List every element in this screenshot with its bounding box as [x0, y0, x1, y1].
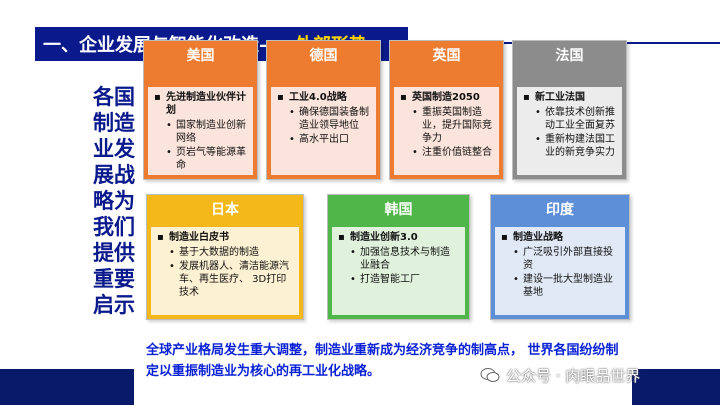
strategy-box: ▪先进制造业伙伴计划国家制造业创新网络页岩气等能源革命: [148, 87, 253, 175]
strategy-points: 广泛吸引外部直接投资建设一批大型制造业基地: [501, 246, 619, 299]
country-name: 日本: [211, 202, 239, 218]
strategy-point: 注重价值链整合: [412, 146, 493, 159]
country-name: 韩国: [384, 202, 413, 218]
strategy-points: 基于大数据的制造发展机器人、清洁能源汽车、再生医疗、 3D打印技术: [157, 246, 293, 299]
strategy-point: 依靠技术创新推动工业全面复苏: [535, 106, 616, 132]
strategy-point: 广泛吸引外部直接投资: [513, 246, 619, 272]
wechat-icon: [480, 367, 500, 383]
strategy-point: 发展机器人、清洁能源汽车、再生医疗、 3D打印技术: [169, 260, 293, 299]
country-name: 英国: [432, 48, 461, 64]
strategy-title-row: ▪ 新工业法国: [523, 91, 616, 104]
strategy-point: 加强信息技术与制造业融合: [350, 246, 459, 272]
country-card: 德国 ▪ 工业4.0战略确保德国装备制造业领导地位高水平出口: [266, 40, 381, 180]
strategy-point: 页岩气等能源革命: [166, 146, 247, 172]
strategy-title-row: ▪ 英国制造2050: [400, 91, 493, 104]
square-bullet-icon: ▪: [277, 92, 284, 103]
strategy-points: 重振英国制造业，提升国际竞争力注重价值链整合: [400, 106, 493, 159]
strategy-title-row: ▪ 工业4.0战略: [277, 91, 370, 104]
strategy-title: 英国制造2050: [412, 92, 480, 103]
strategy-box: ▪ 制造业创新3.0 加强信息技术与制造业融合打造智能工厂: [332, 227, 465, 315]
country-card: 日本 ▪ 制造业白皮书基于大数据的制造发展机器人、清洁能源汽车、再生医疗、 3D打印…: [146, 194, 304, 320]
strategy-point: 重新构建法国工业的新竞争实力: [535, 133, 616, 159]
strategy-points: 确保德国装备制造业领导地位高水平出口: [277, 106, 370, 146]
country-card: 美国▪先进制造业伙伴计划国家制造业创新网络页岩气等能源革命: [143, 40, 258, 180]
strategy-box: ▪ 新工业法国依靠技术创新推动工业全面复苏重新构建法国工业的新竞争实力: [517, 87, 622, 175]
corner-block-left: [0, 369, 134, 405]
side-label: 各国制造业发展战略为我们提供重要启示: [93, 85, 135, 317]
country-card: 印度 ▪ 制造业战略广泛吸引外部直接投资建设一批大型制造业基地: [490, 194, 630, 320]
strategy-point: 重振英国制造业，提升国际竞争力: [412, 106, 493, 145]
country-name: 美国: [186, 48, 215, 64]
strategy-title: 制造业白皮书: [169, 232, 229, 243]
strategy-title: 新工业法国: [535, 92, 585, 103]
country-card: 韩国 ▪ 制造业创新3.0 加强信息技术与制造业融合打造智能工厂: [327, 194, 470, 320]
country-card: 英国 ▪ 英国制造2050 重振英国制造业，提升国际竞争力注重价值链整合: [389, 40, 504, 180]
strategy-point: 建设一批大型制造业基地: [513, 273, 619, 299]
square-bullet-icon: ▪: [501, 232, 508, 243]
strategy-title-row: ▪ 制造业战略: [501, 231, 619, 244]
square-bullet-icon: ▪: [338, 232, 345, 243]
strategy-title: 先进制造业伙伴计划: [166, 92, 246, 116]
strategy-box: ▪ 制造业战略广泛吸引外部直接投资建设一批大型制造业基地: [495, 227, 625, 315]
strategy-points: 国家制造业创新网络页岩气等能源革命: [154, 119, 247, 172]
strategy-box: ▪ 英国制造2050 重振英国制造业，提升国际竞争力注重价值链整合: [394, 87, 499, 175]
watermark: 公众号 · 肉眼品世界: [480, 362, 640, 388]
strategy-points: 加强信息技术与制造业融合打造智能工厂: [338, 246, 459, 286]
strategy-title-row: ▪ 先进制造业伙伴计划: [154, 91, 247, 117]
strategy-title: 制造业创新3.0: [350, 232, 418, 243]
strategy-title: 制造业战略: [513, 232, 563, 243]
strategy-point: 高水平出口: [289, 133, 370, 146]
square-bullet-icon: ▪: [157, 232, 164, 243]
strategy-point: 确保德国装备制造业领导地位: [289, 106, 370, 132]
strategy-points: 依靠技术创新推动工业全面复苏重新构建法国工业的新竞争实力: [523, 106, 616, 159]
strategy-title: 工业4.0战略: [289, 92, 347, 103]
footer-summary: 全球产业格局发生重大调整，制造业重新成为经济竞争的制高点， 世界各国纷纷制定以重…: [146, 343, 619, 379]
country-name: 印度: [546, 202, 574, 218]
strategy-point: 基于大数据的制造: [169, 246, 293, 259]
strategy-point: 国家制造业创新网络: [166, 119, 247, 145]
strategy-box: ▪ 工业4.0战略确保德国装备制造业领导地位高水平出口: [271, 87, 376, 175]
strategy-point: 打造智能工厂: [350, 273, 459, 286]
square-bullet-icon: ▪: [523, 92, 530, 103]
strategy-box: ▪ 制造业白皮书基于大数据的制造发展机器人、清洁能源汽车、再生医疗、 3D打印技术: [151, 227, 299, 315]
country-name: 德国: [309, 48, 338, 64]
corner-block-right: [632, 369, 720, 405]
country-name: 法国: [555, 48, 584, 64]
square-bullet-icon: ▪: [154, 92, 161, 103]
strategy-title-row: ▪ 制造业创新3.0: [338, 231, 459, 244]
watermark-text: 公众号 · 肉眼品世界: [506, 366, 641, 385]
strategy-title-row: ▪ 制造业白皮书: [157, 231, 293, 244]
square-bullet-icon: ▪: [400, 92, 407, 103]
country-card: 法国 ▪ 新工业法国依靠技术创新推动工业全面复苏重新构建法国工业的新竞争实力: [512, 40, 627, 180]
